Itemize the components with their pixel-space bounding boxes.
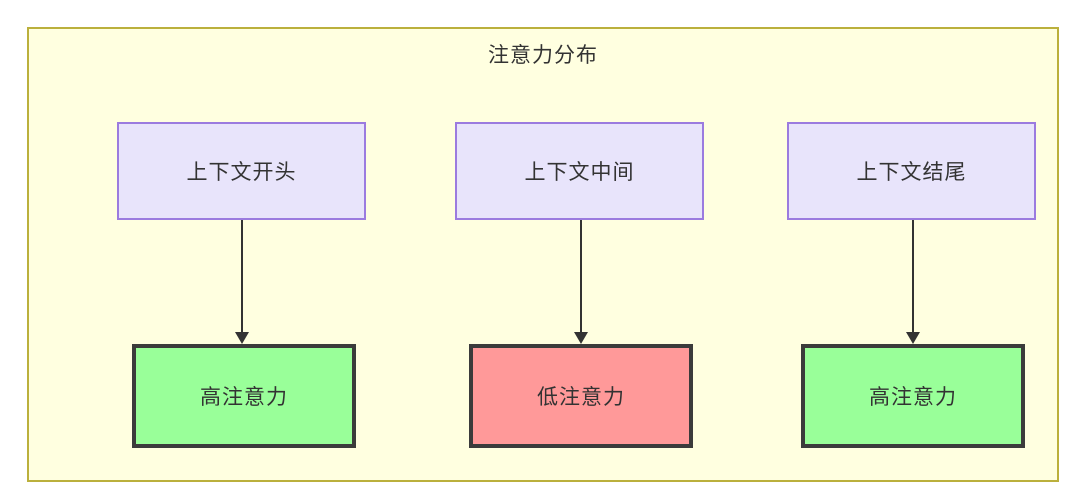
node-context-middle[interactable]: 上下文中间: [455, 122, 704, 220]
attention-distribution-subgraph: 注意力分布 上下文开头 高注意力 上下文中间 低注意力 上下文结尾 高注意力: [27, 27, 1059, 482]
node-high-attention-left[interactable]: 高注意力: [132, 344, 356, 448]
arrow-down-icon: [235, 332, 249, 344]
edge-end-to-high: [912, 220, 914, 332]
node-high-attention-right[interactable]: 高注意力: [801, 344, 1025, 448]
edge-beginning-to-high: [241, 220, 243, 332]
edge-middle-to-low: [580, 220, 582, 332]
node-context-end[interactable]: 上下文结尾: [787, 122, 1036, 220]
subgraph-title: 注意力分布: [488, 44, 598, 67]
node-context-beginning-label: 上下文开头: [186, 161, 297, 184]
arrow-down-icon: [906, 332, 920, 344]
node-context-middle-label: 上下文中间: [524, 161, 635, 184]
node-context-beginning[interactable]: 上下文开头: [117, 122, 366, 220]
node-high-attention-left-label: 高注意力: [200, 386, 288, 409]
node-low-attention[interactable]: 低注意力: [469, 344, 693, 448]
node-low-attention-label: 低注意力: [537, 386, 625, 409]
arrow-down-icon: [574, 332, 588, 344]
node-high-attention-right-label: 高注意力: [869, 386, 957, 409]
node-context-end-label: 上下文结尾: [856, 161, 967, 184]
